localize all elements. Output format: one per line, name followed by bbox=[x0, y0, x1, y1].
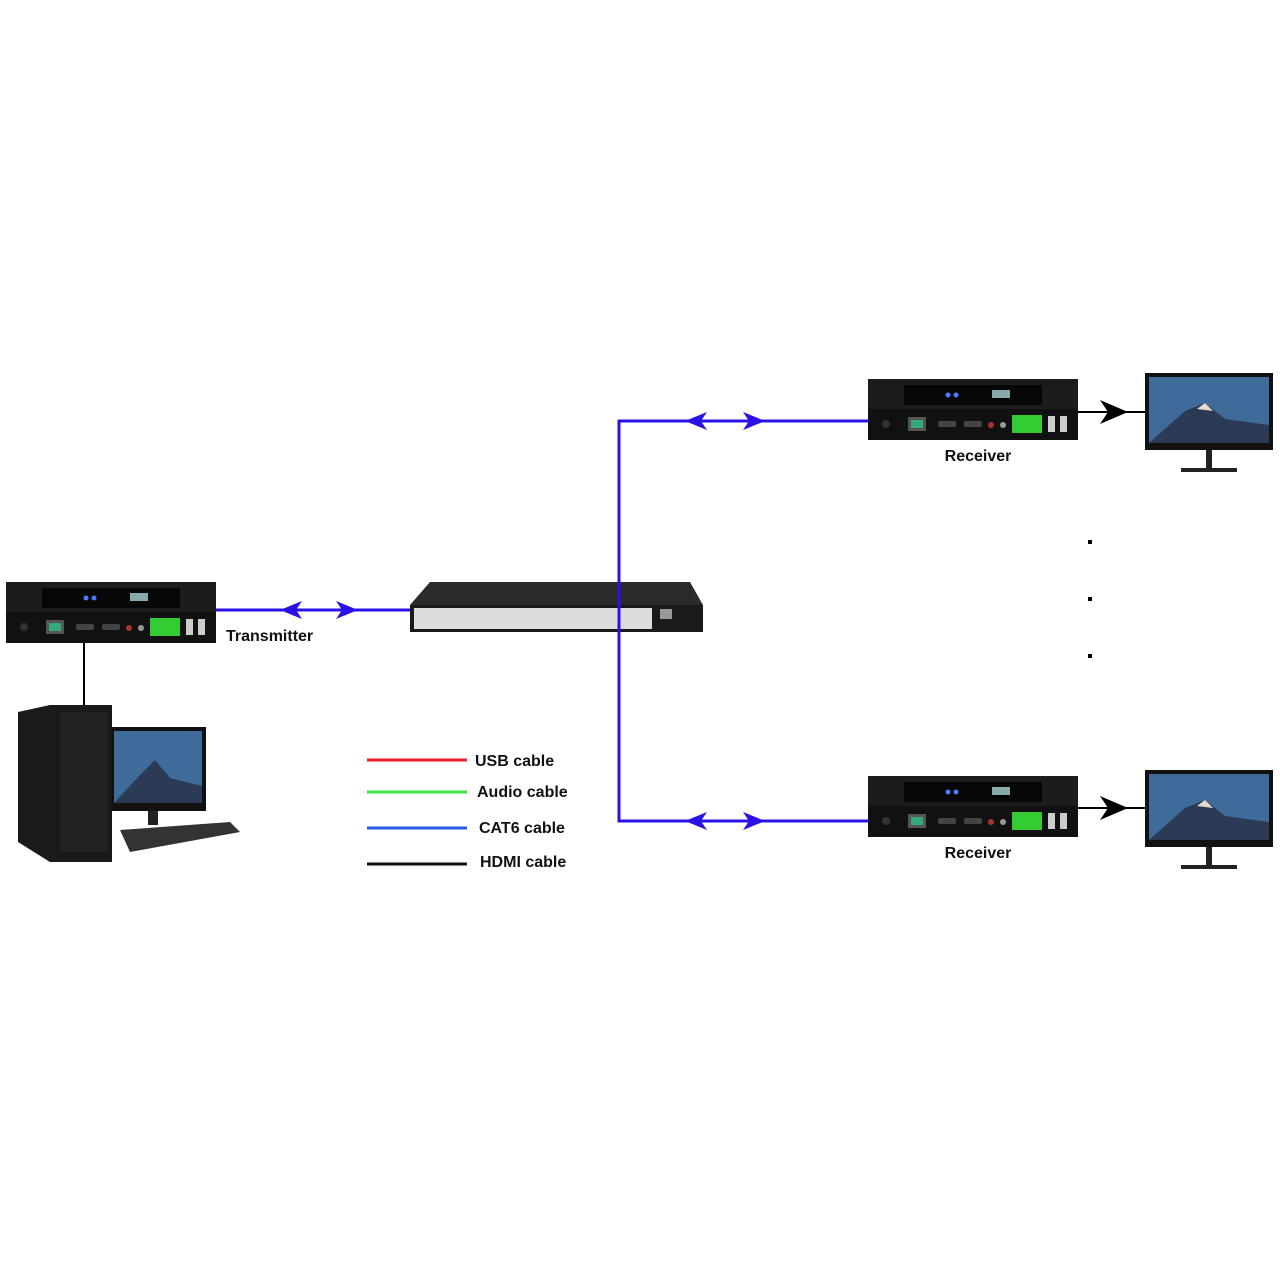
legend: USB cable Audio cable CAT6 cable HDMI ca… bbox=[367, 753, 568, 871]
monitor-icon bbox=[1145, 770, 1273, 869]
arrow-left-icon bbox=[685, 812, 707, 830]
legend-label-audio: Audio cable bbox=[477, 784, 568, 801]
receiver-device-icon bbox=[868, 776, 1078, 837]
arrow-right-icon bbox=[336, 601, 358, 619]
receiver-device-icon bbox=[868, 379, 1078, 440]
legend-label-usb: USB cable bbox=[475, 753, 554, 770]
arrow-right-icon bbox=[743, 412, 765, 430]
legend-label-cat6: CAT6 cable bbox=[479, 820, 565, 837]
receiver-label-bottom: Receiver bbox=[945, 845, 1012, 862]
arrow-left-icon bbox=[280, 601, 302, 619]
monitor-icon bbox=[1145, 373, 1273, 472]
receiver-label-top: Receiver bbox=[945, 448, 1012, 465]
network-switch-icon bbox=[410, 582, 703, 632]
legend-label-hdmi: HDMI cable bbox=[480, 854, 566, 871]
arrow-right-icon bbox=[1100, 400, 1128, 424]
arrow-left-icon bbox=[685, 412, 707, 430]
transmitter-device-icon bbox=[6, 582, 216, 643]
desktop-pc-icon bbox=[18, 705, 240, 862]
arrow-right-icon bbox=[743, 812, 765, 830]
cat6-link-receivers bbox=[617, 419, 870, 823]
transmitter-label: Transmitter bbox=[226, 628, 313, 645]
more-receivers-ellipsis bbox=[1088, 540, 1092, 658]
arrow-right-icon bbox=[1100, 796, 1128, 820]
